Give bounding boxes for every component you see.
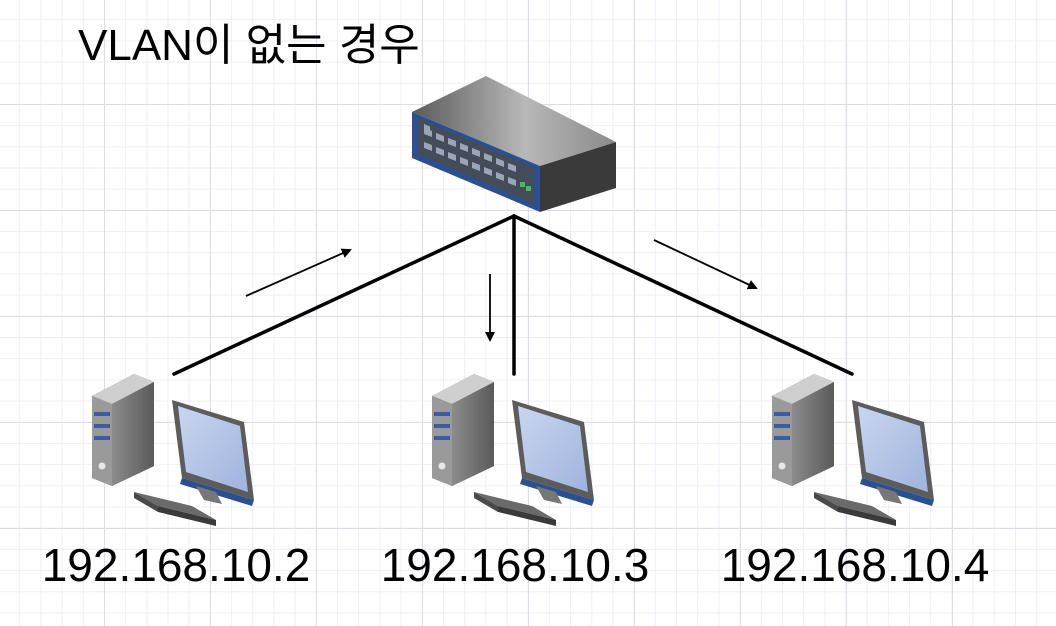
network-links xyxy=(172,214,854,376)
host-ip-label: 192.168.10.2 xyxy=(41,539,311,591)
computer-icon xyxy=(432,374,594,526)
computer-icon xyxy=(92,374,254,526)
host-ip-label: 192.168.10.4 xyxy=(720,539,990,591)
traffic-arrows xyxy=(245,239,758,342)
arrow-up-right-icon xyxy=(245,248,352,297)
switch-ports xyxy=(424,128,531,191)
diagram-title: VLAN이 없는 경우 xyxy=(78,21,420,70)
computer-icon xyxy=(772,374,934,526)
arrow-down-right-icon xyxy=(653,239,758,290)
link-to-host-3 xyxy=(512,214,854,376)
host-ip-label: 192.168.10.3 xyxy=(380,539,650,591)
switch-icon xyxy=(412,76,616,212)
link-to-host-1 xyxy=(172,214,516,376)
